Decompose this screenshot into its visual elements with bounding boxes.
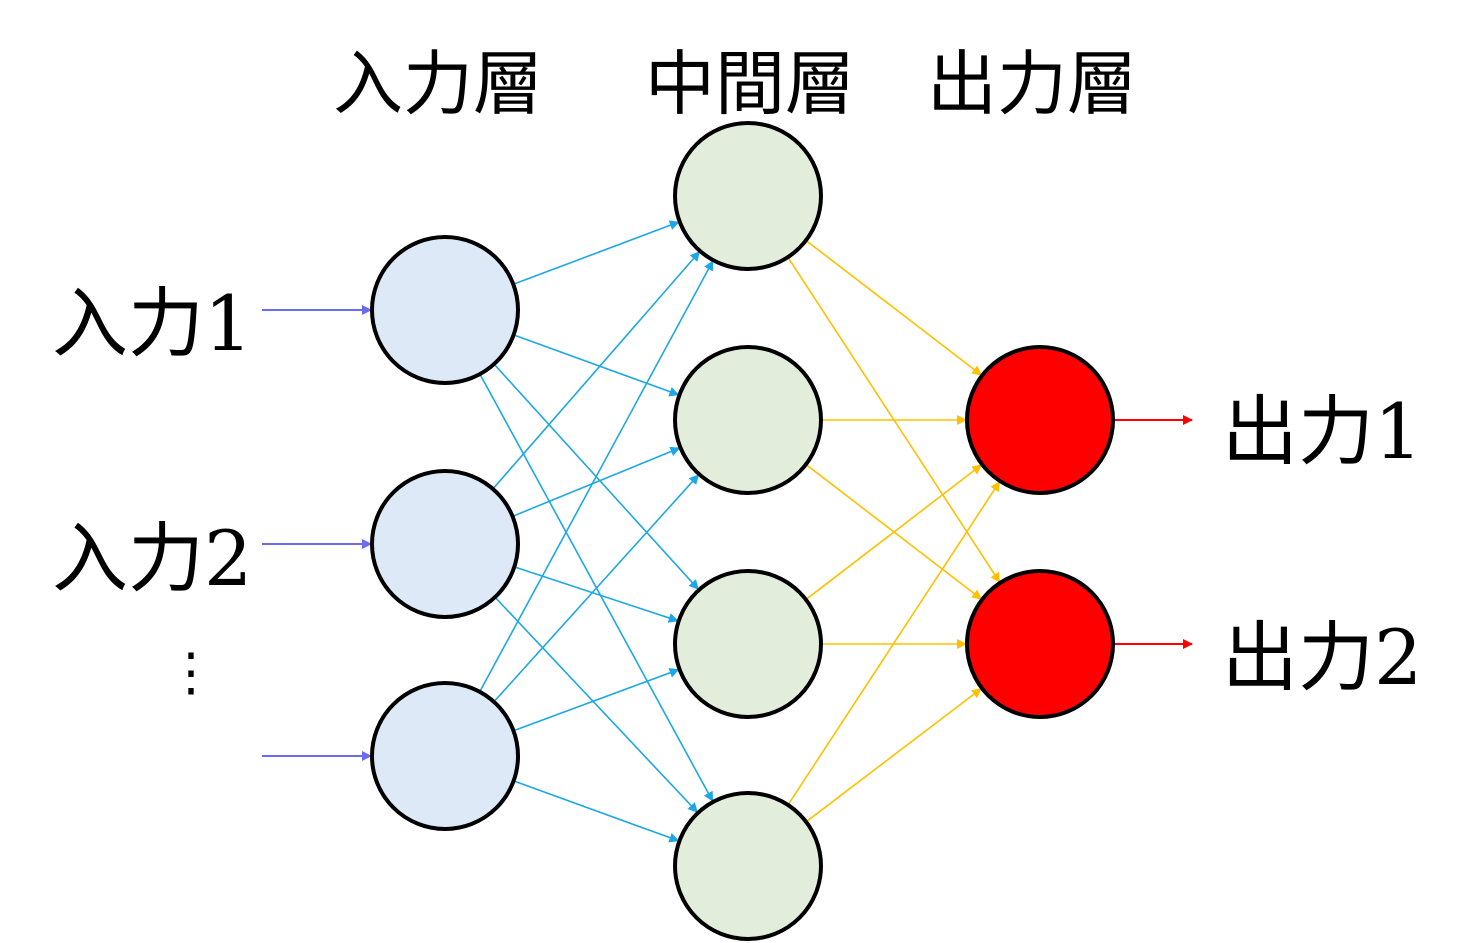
output-layer-title: 出力層 (927, 43, 1137, 125)
edge-hidden4-output1 (787, 481, 1001, 806)
input-node-2 (370, 469, 520, 619)
edge-input3-hidden1 (479, 260, 714, 693)
hidden-node-2 (673, 345, 823, 495)
hidden-layer-title: 中間層 (645, 43, 855, 125)
edge-input1-hidden1 (513, 220, 680, 286)
input-node-1 (370, 235, 520, 385)
hidden-node-1 (673, 121, 823, 271)
output-node-2 (965, 569, 1115, 719)
edge-input3-hidden2 (493, 474, 700, 703)
network-nodes (370, 121, 1115, 941)
hidden-node-4 (673, 791, 823, 941)
input-node-3 (370, 681, 520, 831)
external-arrows (262, 305, 1193, 761)
input-label-1: 入力1 (52, 279, 252, 368)
input-ellipsis: ⋮ (165, 643, 217, 703)
hidden-node-3 (673, 569, 823, 719)
hidden-to-output-connections (787, 239, 1001, 823)
edge-input2-hidden1 (492, 251, 701, 490)
output-label-2: 出力2 (1222, 613, 1422, 702)
edge-input1-hidden2 (513, 334, 680, 397)
output-node-1 (965, 345, 1115, 495)
edge-input3-hidden3 (513, 668, 680, 732)
edge-input3-hidden4 (513, 780, 680, 843)
input-layer-title: 入力層 (333, 43, 543, 125)
edge-hidden3-output1 (805, 464, 983, 601)
edge-input2-hidden4 (494, 596, 698, 813)
edge-input2-hidden2 (512, 446, 681, 518)
input-label-2: 入力2 (52, 514, 252, 603)
edge-hidden4-output2 (805, 688, 982, 823)
edge-hidden1-output1 (805, 239, 983, 376)
edge-input2-hidden3 (514, 566, 679, 623)
output-label-1: 出力1 (1222, 387, 1422, 476)
input-to-hidden-connections (479, 220, 714, 843)
